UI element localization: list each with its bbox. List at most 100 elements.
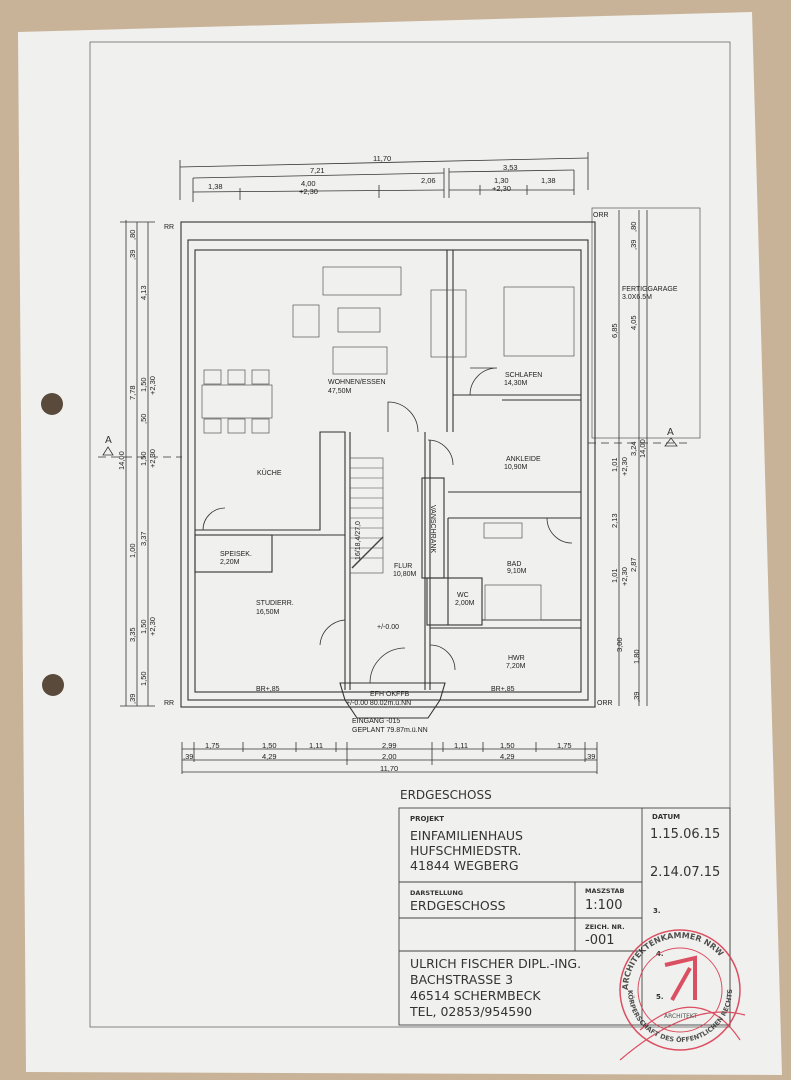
- dim-right: 2,87: [629, 557, 638, 572]
- dim-left: 1,00: [128, 543, 137, 558]
- dim-bottom: 4,29: [262, 752, 277, 761]
- top-dimensions: [179, 152, 589, 202]
- projekt-line: HUFSCHMIEDSTR.: [410, 843, 521, 858]
- room-name: HWR: [508, 655, 525, 662]
- dim-top: +2,30: [299, 187, 318, 196]
- maszstab-label: MASZSTAB: [585, 887, 625, 895]
- dim-right: 1,01: [610, 568, 619, 583]
- room-name: SPEISEK.: [220, 551, 252, 558]
- dim-right: ,39: [629, 240, 638, 250]
- date-entry: 2.14.07.15: [650, 865, 720, 880]
- room-area: 47,50M: [328, 388, 352, 395]
- efh-level: +/-0.00 80.02m.ü.NN: [346, 700, 411, 707]
- dim-bottom: ,39: [183, 752, 193, 761]
- paper-sheet: [18, 12, 782, 1075]
- garage-outline: [591, 207, 701, 439]
- section-marker-right: A: [667, 427, 674, 438]
- dim-right: 6,85: [610, 323, 619, 338]
- date-entry: 4.: [656, 950, 664, 958]
- dim-right: 4,05: [629, 315, 638, 330]
- dim-right: +2,30: [620, 457, 629, 476]
- dim-right: 2,13: [610, 513, 619, 528]
- architect-line: TEL, 02853/954590: [409, 1004, 532, 1019]
- darstellung-value: ERDGESCHOSS: [410, 898, 506, 913]
- maszstab-value: 1:100: [585, 898, 622, 913]
- dim-left: +2,30: [148, 376, 157, 395]
- dim-left: 3,37: [139, 531, 148, 546]
- dim-bottom: 2,00: [382, 752, 397, 761]
- room-name: SCHLAFEN: [505, 372, 542, 379]
- dim-right: ,80: [629, 222, 638, 232]
- room-area: 2,20M: [220, 559, 240, 566]
- dim-left: 4,13: [139, 285, 148, 300]
- dim-right: +2,30: [620, 567, 629, 586]
- dim-left: +2,30: [148, 617, 157, 636]
- dim-right: 14,00: [638, 439, 647, 458]
- dim-top: 1,30: [494, 176, 509, 185]
- entrance-label: EINGANG -015: [352, 718, 400, 725]
- dim-bottom: 4,29: [500, 752, 515, 761]
- rr-label: RR: [164, 700, 174, 707]
- dim-right: 3,24: [629, 441, 638, 456]
- dim-right: 3,00: [615, 637, 624, 652]
- garage-label: FERTIGGARAGE: [622, 286, 678, 293]
- orr-label: ORR: [593, 212, 609, 219]
- stair-label: 16/18,4/27,0: [355, 521, 362, 560]
- punch-hole: [42, 674, 64, 696]
- section-marker-left: A: [105, 435, 112, 446]
- dim-left: 1,50: [139, 671, 148, 686]
- floor-level: +/-0.00: [377, 624, 399, 631]
- room-area: 10,80M: [393, 571, 417, 578]
- room-name: WC: [457, 592, 469, 599]
- sheet-heading: ERDGESCHOSS: [400, 788, 492, 802]
- room-area: 2,00M: [455, 600, 475, 607]
- dim-right: 1,01: [610, 457, 619, 472]
- section-markers: A A: [98, 427, 690, 458]
- dim-left: ,50: [139, 414, 148, 424]
- dim-right: 1,80: [632, 649, 641, 664]
- vanschrank-label: VANSCHRANK: [429, 505, 436, 553]
- dim-left: 7,78: [128, 385, 137, 400]
- garage-size: 3.0X6.5M: [622, 294, 652, 301]
- section-triangle-icon: [664, 437, 678, 447]
- zeich-value: -001: [585, 933, 615, 948]
- dim-left: ,80: [128, 230, 137, 240]
- date-entry: 5.: [656, 993, 664, 1001]
- dim-top: 3,53: [503, 163, 518, 172]
- dim-left: ,39: [128, 250, 137, 260]
- dim-bottom: 1,50: [262, 741, 277, 750]
- left-dimension-lines: [120, 220, 155, 707]
- dim-bottom: ,39: [585, 752, 595, 761]
- dim-bottom: 1,11: [454, 741, 468, 750]
- dim-left: +2,30: [148, 449, 157, 468]
- window-sill-left: BR+,85: [256, 686, 280, 693]
- projekt-line: EINFAMILIENHAUS: [410, 828, 523, 843]
- efh-label: EFH OKFFB: [370, 691, 410, 698]
- architect-line: ULRICH FISCHER DIPL.-ING.: [410, 956, 581, 971]
- left-dimension-labels: 14,00 7,78 3,35 ,80 ,39 4,13 1,50 +2,30 …: [117, 230, 157, 704]
- room-area: 7,20M: [506, 663, 526, 670]
- date-entry: 3.: [653, 907, 661, 915]
- entrance-planned: GEPLANT 79.87m.ü.NN: [352, 727, 428, 734]
- dim-top-total: 11,70: [373, 154, 391, 163]
- darstellung-label: DARSTELLUNG: [410, 889, 463, 897]
- dim-left: ,39: [128, 694, 137, 704]
- doors: [202, 367, 573, 684]
- dim-top: +2,30: [492, 184, 511, 193]
- room-labels: WOHNEN/ESSEN 47,50M KÜCHE SCHLAFEN 14,30…: [164, 212, 613, 734]
- dim-top: 7,21: [310, 166, 325, 175]
- dim-bottom: 1,11: [309, 741, 323, 750]
- dim-bottom: 1,75: [557, 741, 572, 750]
- dim-bottom: 1,75: [205, 741, 220, 750]
- building-walls: [180, 221, 596, 719]
- room-area: 16,50M: [256, 609, 280, 616]
- projekt-label: PROJEKT: [410, 815, 444, 823]
- room-name: KÜCHE: [257, 469, 282, 477]
- stamp-center-text: ARCHITEKT: [664, 1013, 697, 1020]
- dim-top: 2,06: [421, 176, 436, 185]
- drawing-frame: [89, 41, 731, 1028]
- window-sill-right: BR+,85: [491, 686, 515, 693]
- orr-label: ORR: [597, 700, 613, 707]
- right-dimension-labels: 6,85 4,05 ,80 ,39 1,01 +2,30 3,24 14,00 …: [610, 222, 647, 702]
